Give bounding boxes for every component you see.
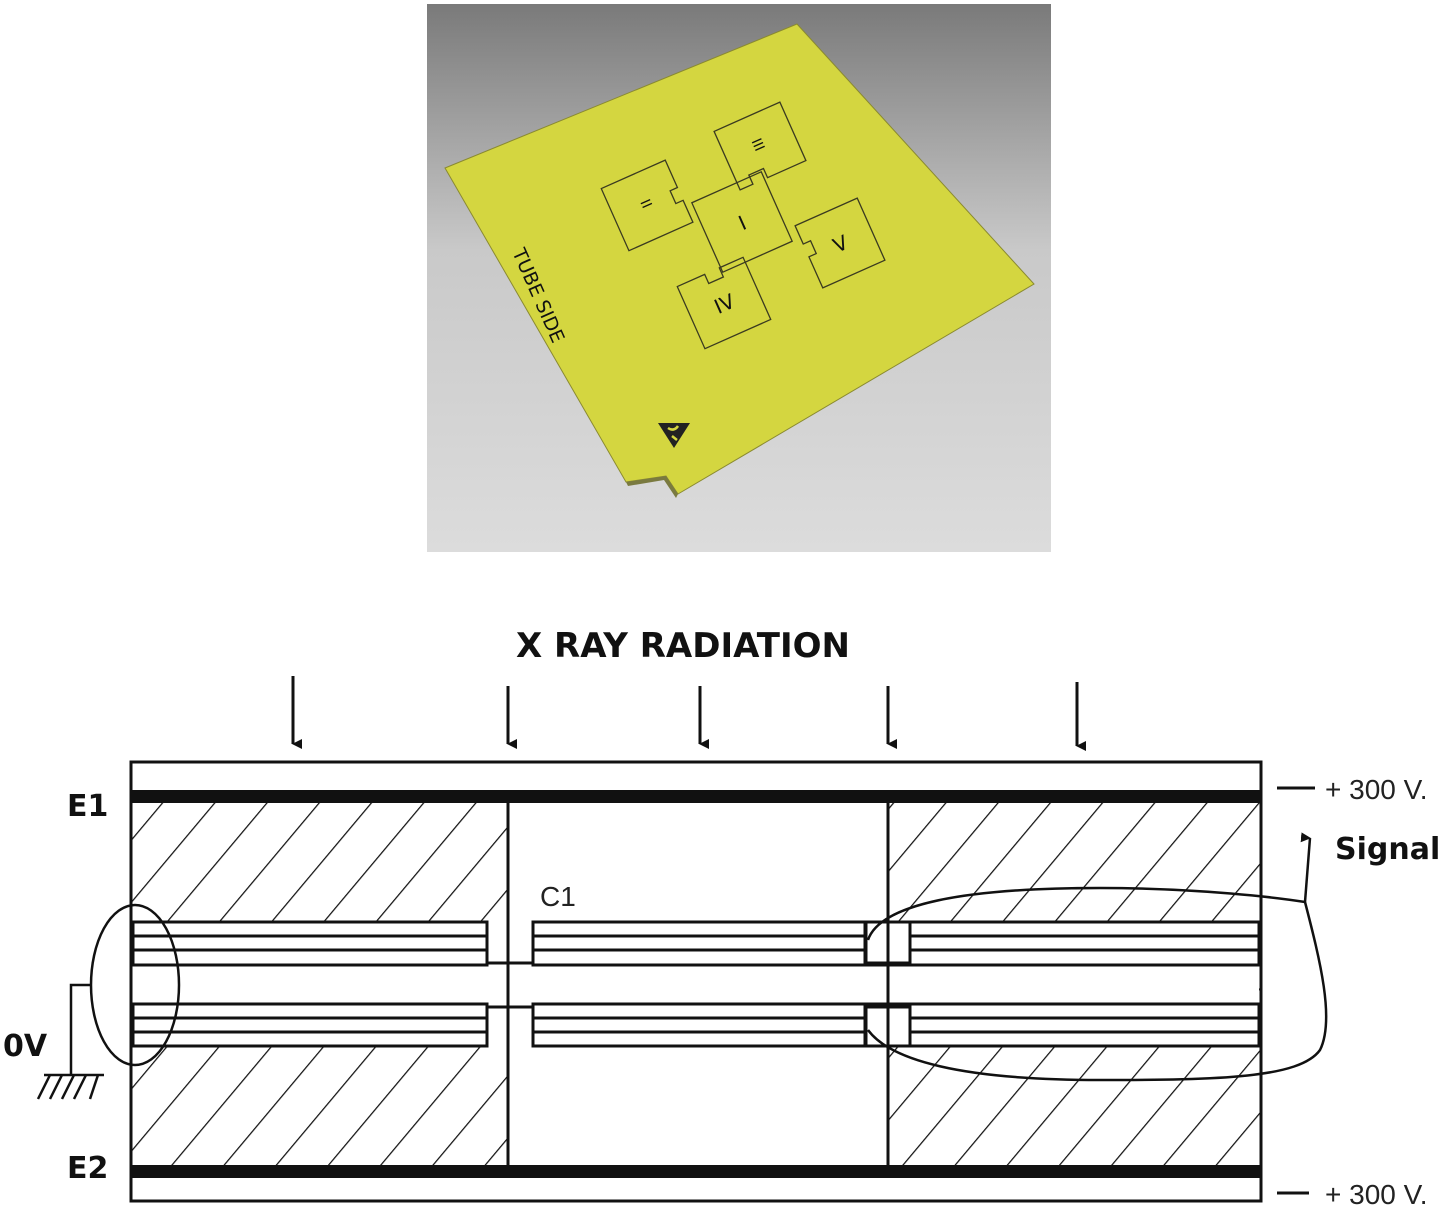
electrode-bottom-label: E2 bbox=[67, 1151, 108, 1186]
svg-text:III: III bbox=[748, 136, 768, 154]
plate-stack-right-lower bbox=[908, 1002, 1261, 1048]
voltage-bottom-label: + 300 V. bbox=[1325, 1179, 1428, 1210]
detector-photo: II III I V IV TUBE SIDE bbox=[427, 4, 1051, 552]
ground-icon bbox=[36, 1073, 104, 1100]
diagram-title: X RAY RADIATION bbox=[516, 626, 850, 666]
electrode-E2 bbox=[131, 1165, 1261, 1178]
chamber-cross-section bbox=[129, 760, 1263, 1203]
capacitor-label: C1 bbox=[540, 881, 576, 912]
plate-stack-left-upper bbox=[131, 920, 489, 967]
chamber-III: III bbox=[713, 101, 807, 191]
electrode-top-label: E1 bbox=[67, 789, 108, 824]
xray-arrows bbox=[291, 676, 1086, 751]
plate-stack-right-upper bbox=[908, 920, 1261, 967]
esd-warning-icon bbox=[658, 423, 690, 448]
ground-label: 0V bbox=[3, 1029, 48, 1064]
signal-label: Signal bbox=[1335, 832, 1440, 867]
plate-stack-center-upper bbox=[531, 920, 867, 967]
plate-stack-center-lower bbox=[531, 1002, 867, 1048]
electrode-E1 bbox=[131, 790, 1261, 803]
voltage-top-label: + 300 V. bbox=[1325, 774, 1428, 805]
signal-wiring bbox=[866, 832, 1328, 1082]
ground-connection bbox=[36, 903, 181, 1100]
plate-stack-left-lower bbox=[131, 1002, 489, 1048]
